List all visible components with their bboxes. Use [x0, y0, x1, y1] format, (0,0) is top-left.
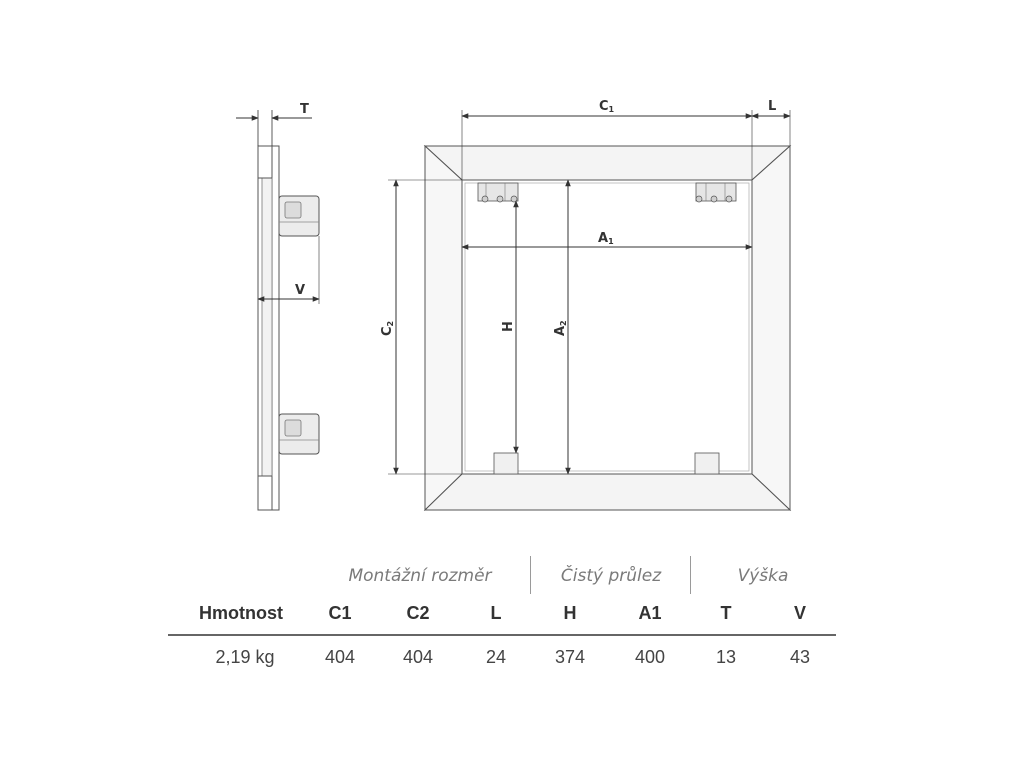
table-divider — [168, 634, 836, 636]
value-hmotnost: 2,19 kg — [215, 647, 275, 667]
header-l: L — [490, 603, 502, 623]
label-C2: C2 — [380, 321, 395, 336]
value-c1: 404 — [324, 647, 356, 667]
header-hmotnost: Hmotnost — [199, 603, 283, 623]
hinge-left — [477, 182, 519, 203]
bottom-tab-right — [694, 452, 720, 475]
label-A1: A1 — [598, 231, 614, 246]
technical-drawing: T V — [236, 99, 792, 512]
dimension-H: H — [501, 200, 519, 454]
group-height: Výška — [737, 566, 789, 586]
frame-top — [423, 145, 792, 181]
group-mounting-dimension: Montážní rozměr — [348, 566, 492, 586]
value-h: 374 — [554, 647, 586, 667]
bottom-tab-left — [493, 452, 519, 475]
value-v: 43 — [789, 647, 811, 667]
frame-left — [424, 144, 463, 512]
dimension-A1: A1 — [461, 231, 753, 250]
side-clip-upper — [278, 195, 320, 237]
dimension-T: T — [236, 102, 312, 146]
label-H: H — [501, 321, 516, 332]
dimension-A2: A2 — [553, 179, 571, 475]
header-a1: A1 — [638, 603, 662, 623]
inner-opening — [461, 179, 753, 475]
side-view: T V — [236, 102, 320, 511]
dimension-V: V — [257, 236, 320, 304]
group-separator — [530, 556, 531, 594]
dimension-L: L — [751, 99, 791, 146]
header-c1: C1 — [328, 603, 352, 623]
label-L: L — [768, 99, 776, 114]
side-clip-lower — [278, 413, 320, 455]
group-separator — [690, 556, 691, 594]
label-T: T — [300, 102, 309, 117]
value-t: 13 — [715, 647, 737, 667]
side-inner-panel — [261, 177, 273, 477]
front-view: C1 L A1 C2 H A2 — [380, 99, 792, 512]
header-t: T — [720, 603, 732, 623]
header-v: V — [793, 603, 806, 623]
value-l: 24 — [485, 647, 507, 667]
dimension-C1: C1 — [461, 99, 753, 180]
frame-right — [751, 144, 791, 512]
label-C1: C1 — [599, 99, 615, 114]
group-clear-opening: Čistý průlez — [560, 566, 662, 586]
header-h: H — [563, 603, 577, 623]
label-A2: A2 — [553, 320, 568, 336]
value-c2: 404 — [402, 647, 434, 667]
value-a1: 400 — [634, 647, 666, 667]
header-c2: C2 — [406, 603, 430, 623]
hinge-right — [695, 182, 737, 203]
frame-bottom — [423, 473, 792, 511]
label-V: V — [295, 283, 305, 298]
dimension-C2: C2 — [380, 179, 462, 475]
